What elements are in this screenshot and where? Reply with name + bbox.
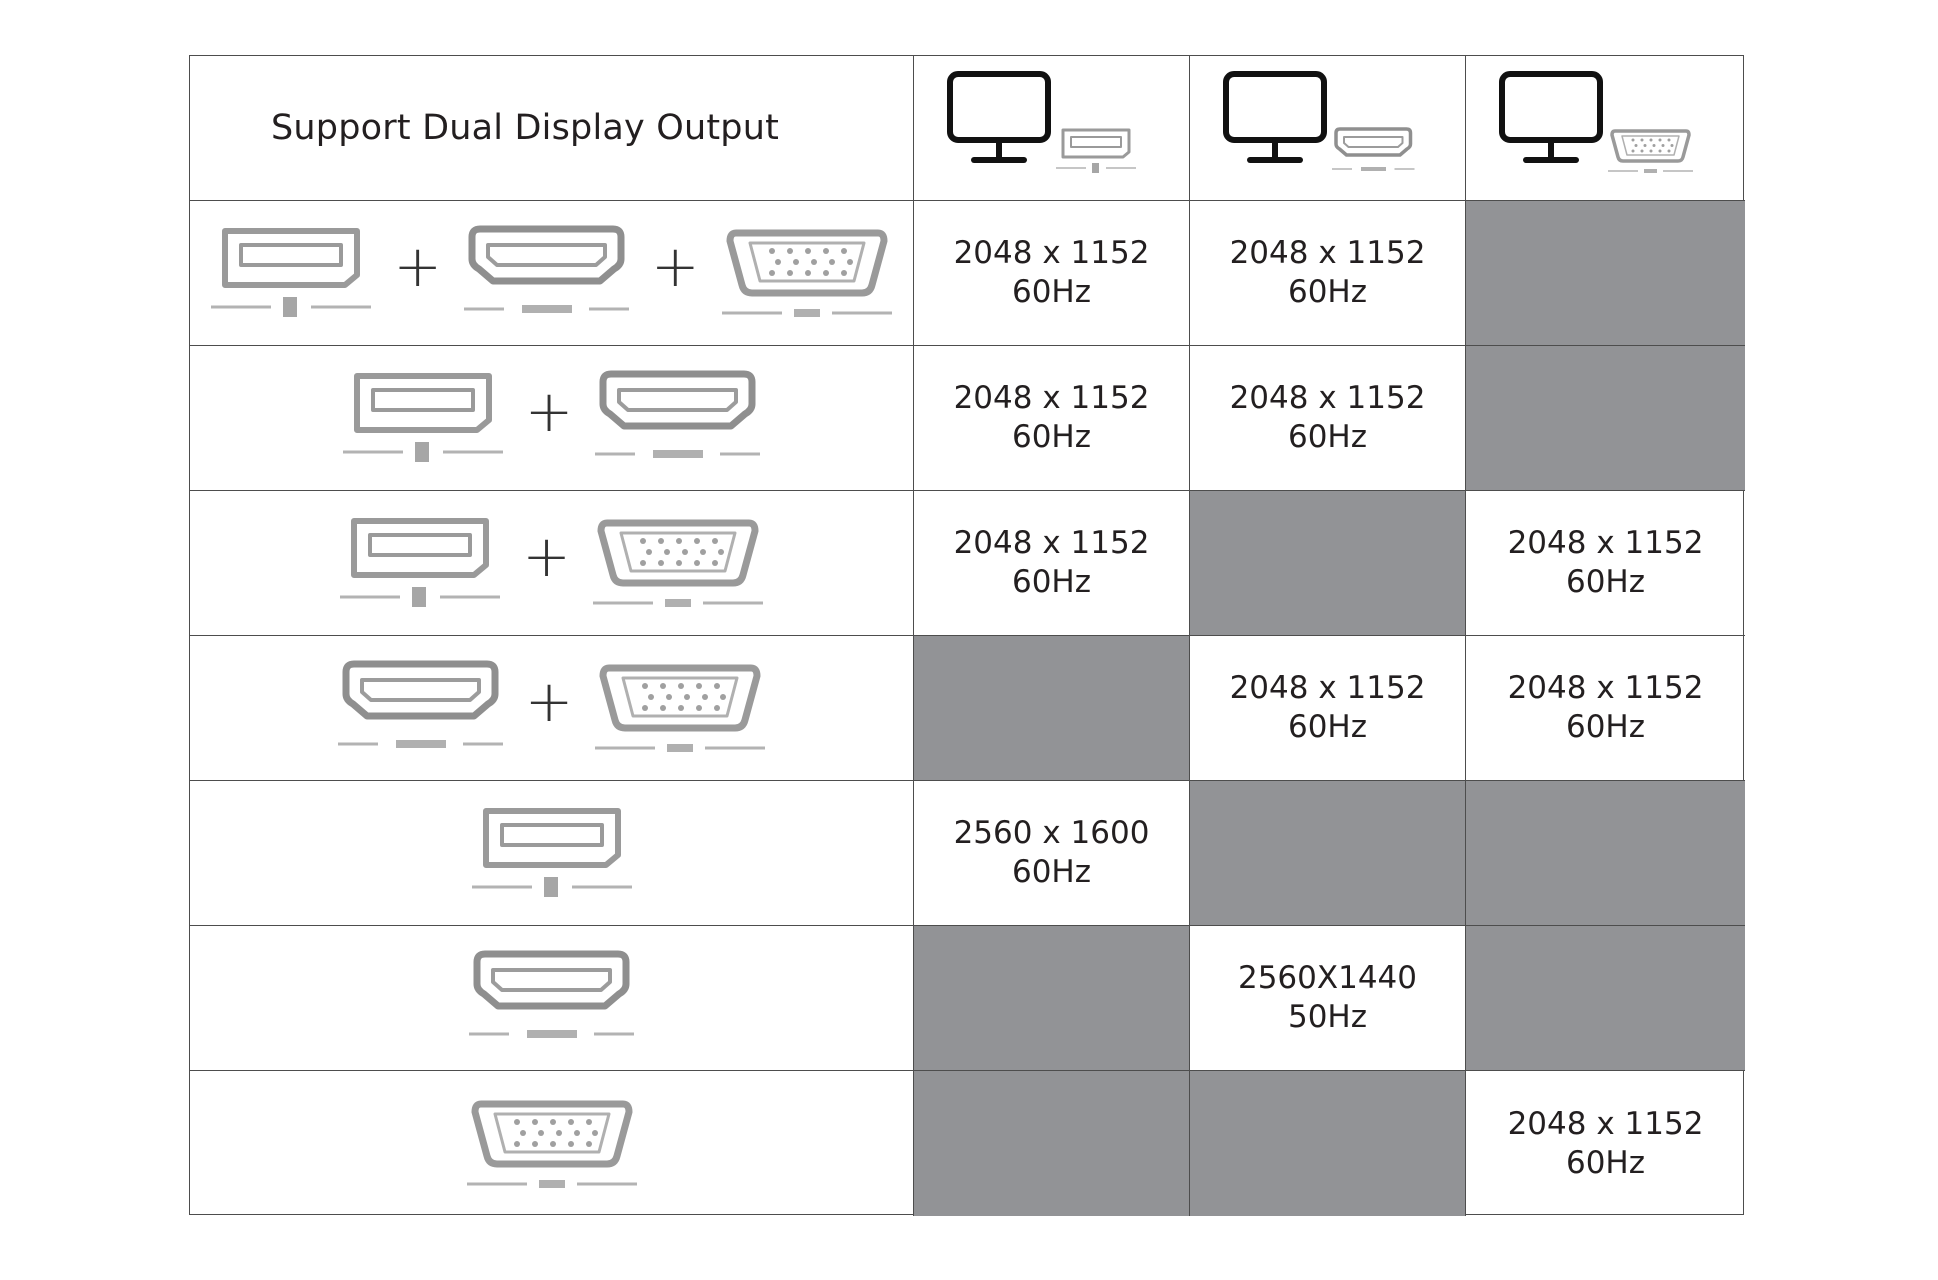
- vga-port-icon: [592, 519, 763, 607]
- connector-combo: +: [190, 491, 914, 636]
- plus-sign: +: [524, 377, 574, 445]
- unsupported-cell: [1466, 201, 1745, 346]
- unsupported-cell: [1466, 781, 1745, 926]
- refresh-rate-text: 50Hz: [1287, 999, 1368, 1035]
- vga-port-icon: [466, 1100, 637, 1188]
- plus-sign: +: [524, 667, 574, 735]
- monitor-icon: [1499, 71, 1693, 173]
- unsupported-cell: [914, 926, 1190, 1071]
- connector-combo: [190, 781, 914, 926]
- monitor-hdmi-icon: [1190, 56, 1466, 201]
- refresh-rate-text: 60Hz: [1011, 854, 1092, 890]
- refresh-rate-text: 60Hz: [1565, 1144, 1646, 1181]
- hdmi-port-icon: [337, 660, 503, 748]
- monitor-vga-icon: [1466, 56, 1745, 201]
- resolution-text: 2048 x 1152: [953, 525, 1150, 561]
- connector-combo: [190, 926, 914, 1071]
- monitor-icon: [947, 71, 1136, 173]
- connector-combo: +: [190, 346, 914, 491]
- plus-sign: +: [393, 232, 442, 300]
- refresh-rate-text: 60Hz: [1565, 564, 1646, 600]
- hdmi-port-icon: [469, 950, 634, 1038]
- hdmi-port-icon: [464, 225, 629, 313]
- connector-group: ++: [211, 223, 892, 323]
- resolution-text: 2048 x 1152: [1507, 670, 1704, 706]
- hdmi-port-icon: [595, 370, 761, 458]
- unsupported-cell: [1190, 781, 1466, 926]
- monitor-displayport-icon: [914, 56, 1190, 201]
- connector-combo: [190, 1071, 914, 1216]
- refresh-rate-text: 60Hz: [1011, 564, 1092, 600]
- resolution-text: 2048 x 1152: [953, 380, 1150, 416]
- refresh-rate-text: 60Hz: [1287, 274, 1368, 310]
- refresh-rate-text: 60Hz: [1011, 274, 1092, 310]
- table-title: Support Dual Display Output: [190, 56, 914, 201]
- connector-group: +: [342, 368, 761, 468]
- connector-group: [469, 948, 634, 1048]
- unsupported-cell: [914, 636, 1190, 781]
- resolution-text: 2048 x 1152: [953, 235, 1150, 271]
- resolution-text: 2048 x 1152: [1507, 1105, 1704, 1142]
- plus-sign: +: [522, 522, 571, 590]
- display-support-table: Support Dual Display Output ++2048 x 115…: [189, 55, 1745, 1216]
- unsupported-cell: [914, 1071, 1190, 1216]
- displayport-port-icon: [211, 228, 372, 317]
- displayport-port-icon: [342, 373, 503, 462]
- vga-port-icon: [595, 664, 766, 752]
- vga-port-icon: [721, 229, 892, 317]
- refresh-rate-text: 60Hz: [1011, 419, 1092, 455]
- monitor-icon: [1223, 71, 1415, 171]
- resolution-text: 2560 x 1600: [953, 815, 1150, 851]
- unsupported-cell: [1190, 1071, 1466, 1216]
- connector-group: +: [340, 513, 763, 613]
- unsupported-cell: [1190, 491, 1466, 636]
- resolution-text: 2048 x 1152: [1507, 525, 1704, 561]
- resolution-text: 2560X1440: [1237, 960, 1418, 996]
- unsupported-cell: [1466, 926, 1745, 1071]
- refresh-rate-text: 60Hz: [1287, 709, 1368, 745]
- plus-sign: +: [651, 232, 700, 300]
- displayport-port-icon: [471, 808, 632, 897]
- connector-group: +: [337, 658, 766, 758]
- refresh-rate-text: 60Hz: [1565, 709, 1646, 745]
- connector-group: [471, 803, 632, 903]
- refresh-rate-text: 60Hz: [1287, 419, 1368, 455]
- displayport-port-icon: [340, 518, 501, 607]
- resolution-text: 2048 x 1152: [1229, 235, 1426, 271]
- connector-group: [466, 1094, 637, 1194]
- resolution-text: 2048 x 1152: [1229, 670, 1426, 706]
- resolution-text: 2048 x 1152: [1229, 380, 1426, 416]
- connector-combo: ++: [190, 201, 914, 346]
- unsupported-cell: [1466, 346, 1745, 491]
- connector-combo: +: [190, 636, 914, 781]
